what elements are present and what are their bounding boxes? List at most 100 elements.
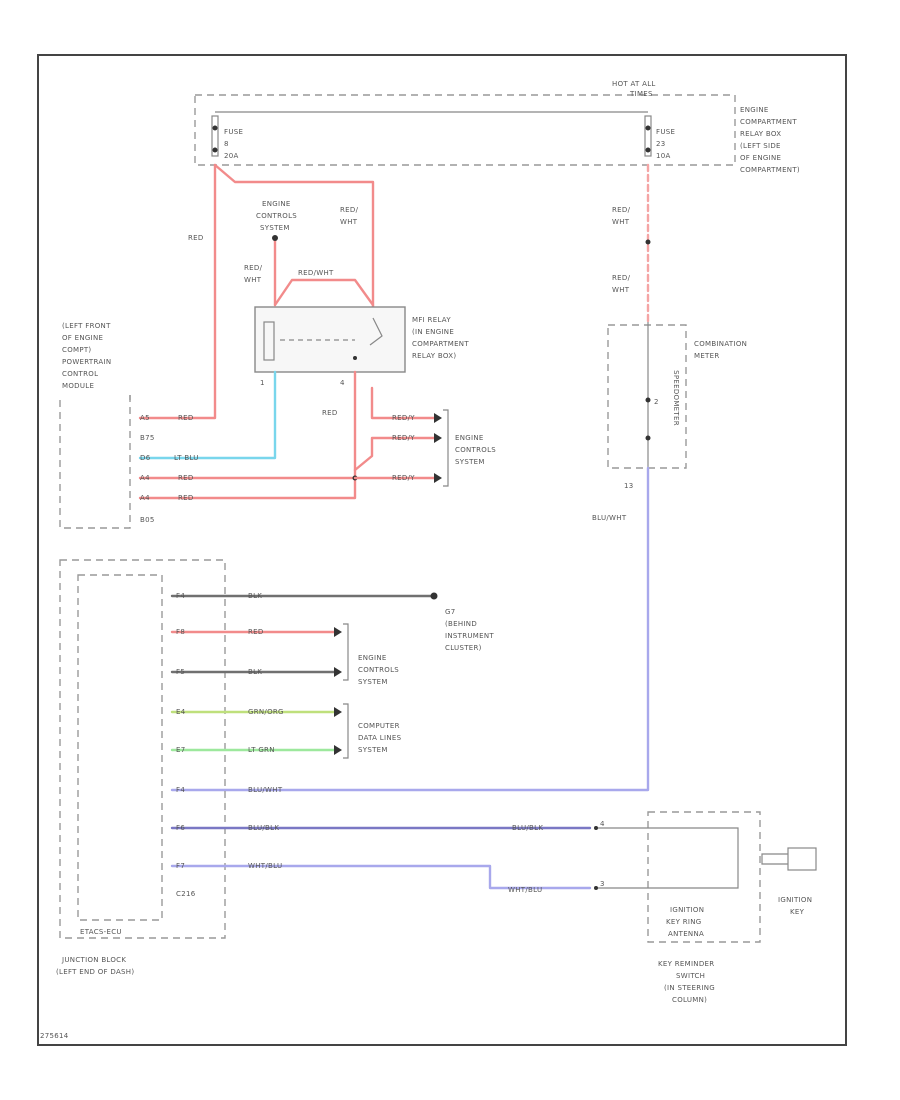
- label-fuse-right-num: 23: [656, 140, 666, 148]
- label-mfi-2: (IN ENGINE: [412, 328, 454, 336]
- wire-red-relay-out: [138, 370, 357, 500]
- label-kr-pin-1: 4: [600, 820, 605, 828]
- label-wire-red-2: RED: [178, 474, 194, 482]
- label-pcm-4: POWERTRAIN: [62, 358, 111, 366]
- label-pcm-pin-b: B75: [140, 434, 155, 442]
- label-relay-box-1: ENGINE: [740, 106, 769, 114]
- label-jb-wire-2: RED: [248, 628, 264, 636]
- label-jb-pin-4: E4: [176, 708, 186, 716]
- wire-red-relay-top: [273, 278, 375, 307]
- diagram-frame: [37, 54, 847, 1046]
- label-bluwht-vert: BLU/WHT: [592, 514, 627, 522]
- label-kr-wire-1: BLU/BLK: [512, 824, 543, 832]
- label-relay-box-4: (LEFT SIDE: [740, 142, 781, 150]
- label-g7-3: INSTRUMENT: [445, 632, 494, 640]
- switch-contact: [596, 827, 739, 889]
- combination-meter: [607, 324, 687, 469]
- label-ign-ring-2: KEY RING: [666, 918, 702, 926]
- label-jb-wire-4: GRN/ORG: [248, 708, 284, 716]
- label-kr-wire-2: WHT/BLU: [508, 886, 542, 894]
- label-ecs-low-2: CONTROLS: [358, 666, 399, 674]
- label-jb-pin-8: F7: [176, 862, 185, 870]
- wire-red-ecs-1: [370, 386, 437, 420]
- label-red-wht-d1: RED/: [612, 274, 631, 282]
- label-ign-key-2: KEY: [790, 908, 805, 916]
- label-pcm-pin-c: D6: [140, 454, 151, 462]
- label-jb-2: (LEFT END OF DASH): [56, 968, 134, 976]
- label-wire-red-1: RED: [178, 414, 194, 422]
- label-ign-ring-3: ANTENNA: [668, 930, 704, 938]
- relay-contact: [369, 317, 383, 346]
- label-relay-box-3: RELAY BOX: [740, 130, 781, 138]
- label-mfi-1: MFI RELAY: [412, 316, 451, 324]
- label-comb-vert: SPEEDOMETER: [672, 370, 680, 426]
- label-g7-2: (BEHIND: [445, 620, 477, 628]
- fuse-right: [644, 115, 652, 157]
- label-wire-red-e3: RED/Y: [392, 474, 415, 482]
- label-ign-key-1: IGNITION: [778, 896, 812, 904]
- wire-bluwht: [170, 466, 650, 792]
- label-pcm-3: COMPT): [62, 346, 91, 354]
- ignition-key-icon: [761, 847, 817, 871]
- label-jb-wire-7: BLU/BLK: [248, 824, 279, 832]
- label-cdl-3: SYSTEM: [358, 746, 388, 754]
- wire-red-fuse-to-pcm: [138, 163, 217, 420]
- label-jb-pin-6: F4: [176, 786, 185, 794]
- label-pcm-2: OF ENGINE: [62, 334, 103, 342]
- label-ecs-low-1: ENGINE: [358, 654, 387, 662]
- label-fuse-left: FUSE: [224, 128, 243, 136]
- label-fuse-right: FUSE: [656, 128, 675, 136]
- label-red-blk-top: RED/WHT: [298, 269, 334, 277]
- label-fuse-right-amp: 10A: [656, 152, 671, 160]
- label-red-mid: RED: [322, 409, 338, 417]
- label-krs-3: (IN STEERING: [664, 984, 715, 992]
- fuse-left: [211, 115, 219, 157]
- label-jb-pin-3: F5: [176, 668, 185, 676]
- label-red-wht-c2: WHT: [612, 218, 630, 226]
- label-fuse-left-amp: 20A: [224, 152, 239, 160]
- etacs-outline: [77, 574, 163, 921]
- label-mfi-3: COMPARTMENT: [412, 340, 469, 348]
- label-hot-at-all: HOT AT ALL: [612, 80, 656, 88]
- label-comb-2: METER: [694, 352, 720, 360]
- label-red-wht-c1: RED/: [612, 206, 631, 214]
- label-cdl-1: COMPUTER: [358, 722, 400, 730]
- label-comb-pin-a: 2: [654, 398, 659, 406]
- label-pcm-pin-a: A5: [140, 414, 150, 422]
- label-jb-pin-5: E7: [176, 746, 185, 754]
- wire-whtblu: [170, 864, 592, 890]
- label-cdl-2: DATA LINES: [358, 734, 402, 742]
- pcm-outline: [59, 395, 131, 529]
- label-jb-wire-1: BLK: [248, 592, 262, 600]
- wire-ltblu: [138, 370, 277, 460]
- label-jb-wire-5: LT GRN: [248, 746, 275, 754]
- label-krs-4: COLUMN): [672, 996, 707, 1004]
- relay-coil: [263, 321, 275, 361]
- label-comb-1: COMBINATION: [694, 340, 747, 348]
- label-relay-box-6: COMPARTMENT): [740, 166, 800, 174]
- label-times: TIMES: [629, 90, 653, 98]
- label-red-wht-b1: RED/: [244, 264, 263, 272]
- label-g7-1: G7: [445, 608, 455, 616]
- ecs-top-terminal: [272, 235, 278, 241]
- label-jb-pin-7: F6: [176, 824, 185, 832]
- label-krs-2: SWITCH: [676, 972, 705, 980]
- label-pcm-5: CONTROL: [62, 370, 98, 378]
- label-relay-box-2: COMPARTMENT: [740, 118, 797, 126]
- label-pcm-conn: B05: [140, 516, 155, 524]
- label-wire-red-e2: RED/Y: [392, 434, 415, 442]
- label-jb-pin-2: F8: [176, 628, 185, 636]
- label-kr-pin-2: 3: [600, 880, 605, 888]
- label-ecs-top-2: CONTROLS: [256, 212, 297, 220]
- label-red-wht-a2: WHT: [340, 218, 358, 226]
- label-pin-4: 4: [340, 379, 345, 387]
- label-fuse-left-num: 8: [224, 140, 229, 148]
- label-red-wht-d2: WHT: [612, 286, 630, 294]
- label-relay-box-5: OF ENGINE: [740, 154, 781, 162]
- label-ref: 275614: [40, 1032, 69, 1040]
- label-red-wht-b2: WHT: [244, 276, 262, 284]
- label-jb-wire-6: BLU/WHT: [248, 786, 283, 794]
- label-ecs-mid-1: ENGINE: [455, 434, 484, 442]
- label-red-left: RED: [188, 234, 204, 242]
